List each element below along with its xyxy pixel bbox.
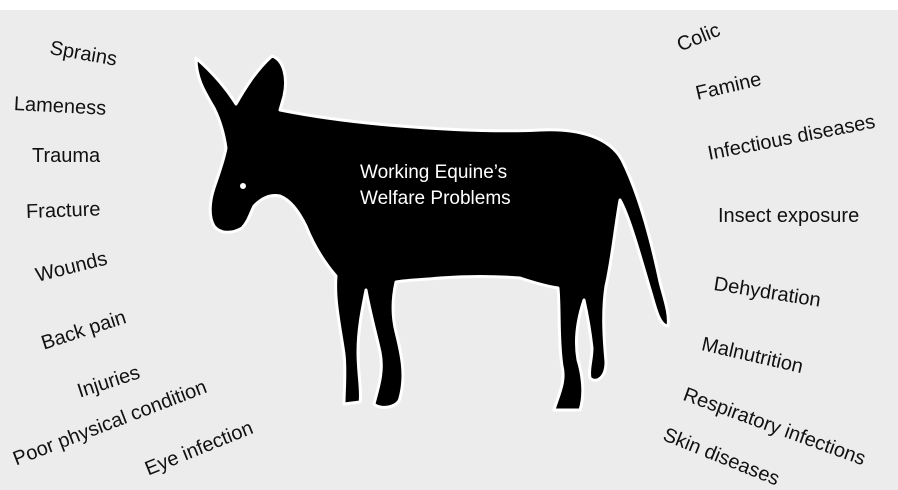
title-line-2: Welfare Problems <box>360 188 511 209</box>
diagram-title: Working Equine’s Welfare Problems <box>360 160 560 212</box>
label-lameness: Lameness <box>13 93 107 120</box>
title-line-1: Working Equine’s <box>360 162 508 183</box>
label-trauma: Trauma <box>32 145 101 167</box>
label-insect-exposure: Insect exposure <box>718 205 860 227</box>
label-fracture: Fracture <box>25 198 101 223</box>
